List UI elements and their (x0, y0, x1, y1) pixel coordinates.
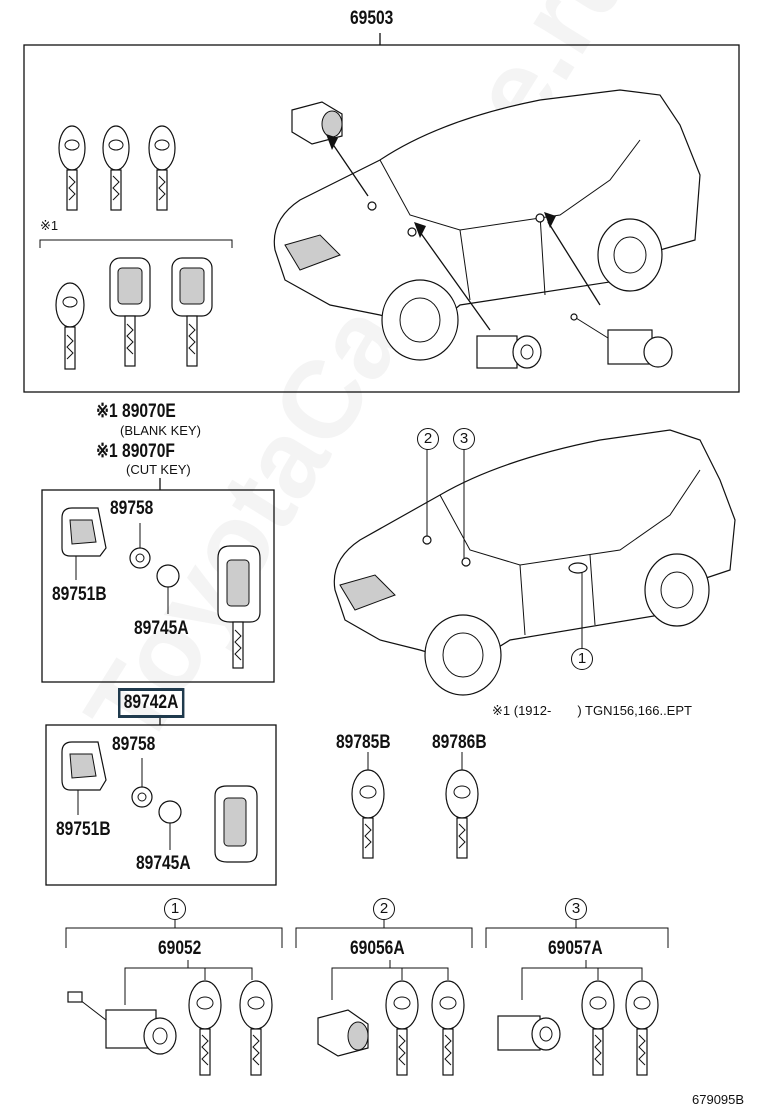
group-callout-3: 3 (565, 898, 587, 920)
vehicle-middle (333, 429, 736, 696)
callout-3: 3 (453, 428, 475, 450)
part-89758-a[interactable]: 89758 (110, 498, 154, 519)
key-icon (58, 125, 176, 211)
label-blank-key: (BLANK KEY) (120, 423, 201, 438)
part-89745a-b[interactable]: 89745A (136, 853, 191, 874)
part-69503[interactable]: 69503 (350, 8, 394, 29)
callout-2: 2 (417, 428, 439, 450)
vehicle-top (273, 89, 701, 361)
part-89758-b[interactable]: 89758 (112, 734, 156, 755)
part-89785b[interactable]: 89785B (336, 732, 391, 753)
part-89786b[interactable]: 89786B (432, 732, 487, 753)
footnote: ※1 (1912- ) TGN156,166..EPT (492, 703, 692, 718)
callout-1: 1 (571, 648, 593, 670)
part-69057a[interactable]: 69057A (548, 938, 603, 959)
label-cut-key: (CUT KEY) (126, 462, 191, 477)
group-callout-1: 1 (164, 898, 186, 920)
part-89742a[interactable]: 89742A (118, 688, 185, 718)
part-89751b-b[interactable]: 89751B (56, 819, 111, 840)
note-ref-top: ※1 (40, 218, 59, 233)
part-89070e[interactable]: ※1 89070E (96, 401, 176, 422)
group-callout-2: 2 (373, 898, 395, 920)
part-89070f[interactable]: ※1 89070F (96, 441, 175, 462)
part-89751b-a[interactable]: 89751B (52, 584, 107, 605)
part-89745a-a[interactable]: 89745A (134, 618, 189, 639)
part-69056a[interactable]: 69056A (350, 938, 405, 959)
diagram-id: 679095B (692, 1092, 745, 1107)
part-69052[interactable]: 69052 (158, 938, 202, 959)
